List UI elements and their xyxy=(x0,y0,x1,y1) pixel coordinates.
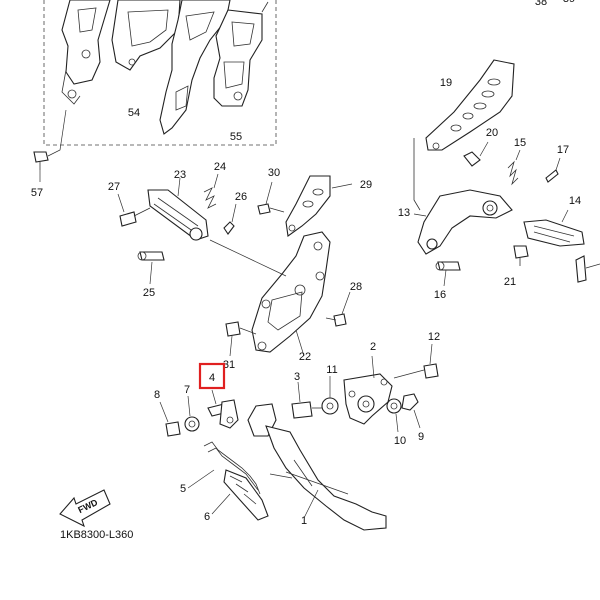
part-washer-10 xyxy=(386,398,402,433)
fwd-arrow-icon: FWD xyxy=(59,489,111,528)
part-pin-4 xyxy=(207,389,239,429)
catalog-code: 1KB8300-L360 xyxy=(60,529,133,541)
part-spring-15 xyxy=(507,149,521,186)
part-bolt-21 xyxy=(513,245,529,266)
callout-23[interactable]: 23 xyxy=(174,169,186,181)
callout-1[interactable]: 1 xyxy=(301,515,307,527)
part-side-cover-55 xyxy=(213,1,269,107)
callout-24[interactable]: 24 xyxy=(214,161,226,173)
part-washer-7 xyxy=(184,395,200,432)
callout-14[interactable]: 14 xyxy=(569,195,581,207)
part-bolt-3 xyxy=(291,381,322,419)
callout-21[interactable]: 21 xyxy=(504,276,516,288)
part-bracket-13 xyxy=(413,138,513,255)
part-side-cover-left xyxy=(61,0,111,105)
callout-7[interactable]: 7 xyxy=(184,384,190,396)
part-pin-17 xyxy=(545,157,561,183)
part-clip-right xyxy=(575,255,600,283)
part-spring-24 xyxy=(203,173,219,209)
callout-26[interactable]: 26 xyxy=(235,191,247,203)
part-bolt-12 xyxy=(393,343,439,379)
callout-8[interactable]: 8 xyxy=(154,389,160,401)
callout-55[interactable]: 55 xyxy=(230,131,242,143)
callout-19[interactable]: 19 xyxy=(440,77,452,89)
callout-38[interactable]: 38 xyxy=(535,0,547,8)
callout-5[interactable]: 5 xyxy=(180,483,186,495)
callout-2[interactable]: 2 xyxy=(370,341,376,353)
callout-20[interactable]: 20 xyxy=(486,127,498,139)
callout-layer: 3839123456789101112131415161719202122232… xyxy=(31,0,581,527)
part-spring-5 xyxy=(187,441,261,495)
callout-9[interactable]: 9 xyxy=(418,431,424,443)
part-heel-plate-29 xyxy=(285,175,353,237)
callout-22[interactable]: 22 xyxy=(299,351,311,363)
part-bolt-8 xyxy=(159,401,181,437)
part-bolt-57 xyxy=(33,109,67,182)
callout-25[interactable]: 25 xyxy=(143,287,155,299)
part-footpeg-14 xyxy=(523,209,585,247)
part-pin-16 xyxy=(435,261,461,287)
callout-17[interactable]: 17 xyxy=(557,144,569,156)
callout-16[interactable]: 16 xyxy=(434,289,446,301)
part-footpeg-23 xyxy=(147,177,209,241)
inset-box xyxy=(43,0,277,146)
callout-6[interactable]: 6 xyxy=(204,511,210,523)
part-bolt-27 xyxy=(117,193,151,227)
callout-54[interactable]: 54 xyxy=(128,107,140,119)
part-washer-11 xyxy=(321,376,339,415)
callout-39[interactable]: 39 xyxy=(563,0,575,5)
part-side-cover-mid xyxy=(111,0,181,71)
callout-11[interactable]: 11 xyxy=(326,364,337,376)
part-bolt-28 xyxy=(325,291,351,327)
callout-13[interactable]: 13 xyxy=(398,207,410,219)
part-bolt-20 xyxy=(463,141,489,167)
callout-27[interactable]: 27 xyxy=(108,181,120,193)
callout-31[interactable]: 31 xyxy=(223,359,235,371)
callout-30[interactable]: 30 xyxy=(268,167,280,179)
part-stand-bracket-2 xyxy=(343,355,393,425)
callout-28[interactable]: 28 xyxy=(350,281,362,293)
part-pin-25 xyxy=(137,251,165,285)
callout-12[interactable]: 12 xyxy=(428,331,440,343)
callout-3[interactable]: 3 xyxy=(294,371,300,383)
part-heel-plate-19 xyxy=(425,59,515,151)
callout-57[interactable]: 57 xyxy=(31,187,43,199)
callout-15[interactable]: 15 xyxy=(514,137,526,149)
callout-29[interactable]: 29 xyxy=(360,179,372,191)
callout-4[interactable]: 4 xyxy=(209,372,215,384)
part-pin-26 xyxy=(223,203,237,235)
part-spring-6 xyxy=(211,469,269,521)
part-bolt-30 xyxy=(257,181,285,215)
part-nut-9 xyxy=(401,393,421,429)
callout-10[interactable]: 10 xyxy=(394,435,406,447)
part-bolt-31 xyxy=(225,321,257,357)
part-frame-bracket-22 xyxy=(209,231,331,357)
part-side-stand-1 xyxy=(247,403,387,531)
highlight-box xyxy=(198,362,226,390)
